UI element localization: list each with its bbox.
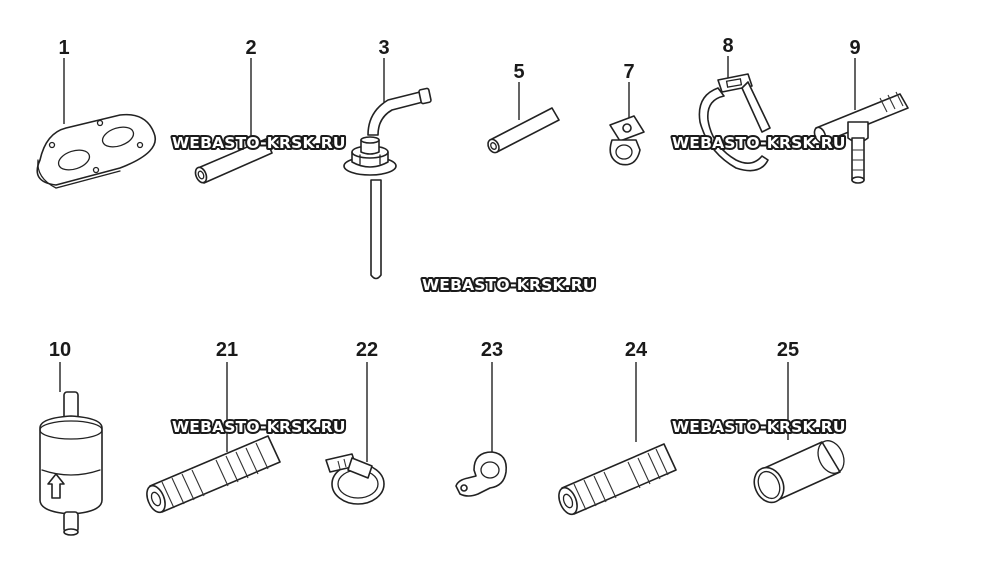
part-number-2: 2 <box>245 37 256 59</box>
part-number-22: 22 <box>356 339 378 361</box>
part-24-corrugated-hose <box>558 362 677 516</box>
part-3-fuel-standpipe <box>343 58 432 280</box>
part-number-23: 23 <box>481 339 503 361</box>
part-number-24: 24 <box>625 339 648 361</box>
part-number-10: 10 <box>49 339 71 361</box>
part-number-5: 5 <box>513 61 524 83</box>
part-23-p-clip <box>455 362 508 497</box>
part-number-9: 9 <box>849 37 860 59</box>
part-number-3: 3 <box>378 37 389 59</box>
part-number-1: 1 <box>58 37 69 59</box>
part-8-cable-tie <box>698 56 771 172</box>
watermark-group: WEBASTO-KRSK.RU WEBASTO-KRSK.RU WEBASTO-… <box>170 132 847 438</box>
part-25-sleeve <box>753 362 845 504</box>
watermark-text: WEBASTO-KRSK.RU <box>672 418 846 436</box>
watermark-text: WEBASTO-KRSK.RU <box>172 418 346 436</box>
part-number-25: 25 <box>777 339 799 361</box>
part-10-fuel-filter <box>39 362 103 536</box>
part-2-tube <box>194 58 273 184</box>
part-number-8: 8 <box>722 35 733 57</box>
part-22-hose-clamp <box>325 362 385 505</box>
watermark-text: WEBASTO-KRSK.RU <box>672 134 846 152</box>
part-number-21: 21 <box>216 339 238 361</box>
watermark-text: WEBASTO-KRSK.RU <box>172 134 346 152</box>
part-21-corrugated-hose <box>146 362 281 514</box>
part-5-hose-piece <box>487 82 560 154</box>
part-number-7: 7 <box>623 61 634 83</box>
part-1-mounting-plate <box>36 58 157 189</box>
part-7-pipe-clip <box>609 82 645 166</box>
part-9-t-connector <box>813 58 909 184</box>
watermark-text: WEBASTO-KRSK.RU <box>422 276 596 294</box>
